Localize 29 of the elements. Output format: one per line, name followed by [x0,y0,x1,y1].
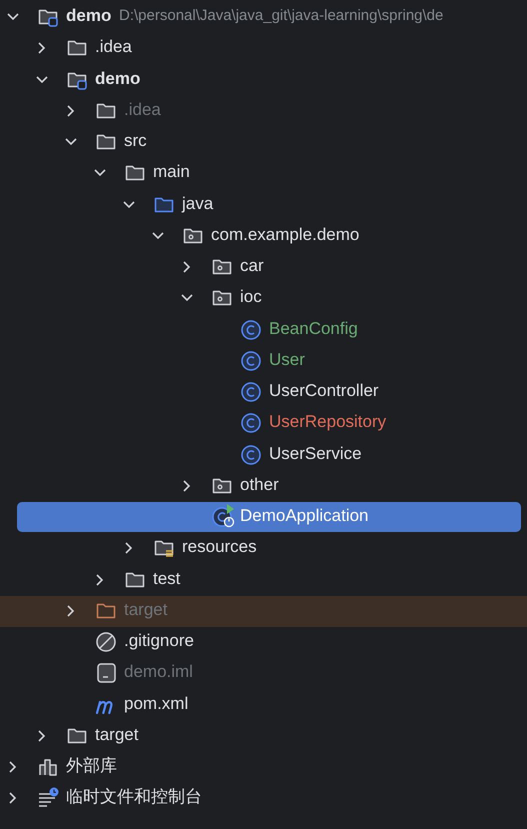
file-name: .gitignore [124,631,194,651]
file-name: UserService [269,444,362,464]
selected-row [17,502,521,532]
file-name: User [269,350,305,370]
file-name: pom.xml [124,694,188,714]
folder-name: test [153,568,180,588]
file-name: UserController [269,381,379,401]
folder-name: target [95,724,138,745]
folder-name: com.example.demo [211,224,360,245]
tree-item-label: 临时文件和控制台 [66,787,202,808]
folder-name: java [182,194,214,214]
folder-name: demo [95,68,140,88]
folder-name: resources [182,537,257,558]
folder-name: demo [66,6,112,26]
tree-item-label: 外部库 [66,756,117,776]
folder-name: other [240,474,279,495]
folder-name: src [124,131,147,151]
folder-name: car [240,256,264,276]
folder-name: .idea [95,37,132,58]
folder-name: main [153,162,190,182]
path-text: D:\personal\Java\java_git\java-learning\spring\de [119,6,444,26]
folder-name: ioc [240,287,262,308]
file-name: DemoApplication [240,506,369,526]
highlighted-row [0,596,527,627]
file-name: UserRepository [269,412,386,432]
file-name: BeanConfig [269,318,358,338]
folder-name: .idea [124,100,161,120]
file-name: demo.iml [124,662,193,682]
folder-name: target [124,600,168,620]
